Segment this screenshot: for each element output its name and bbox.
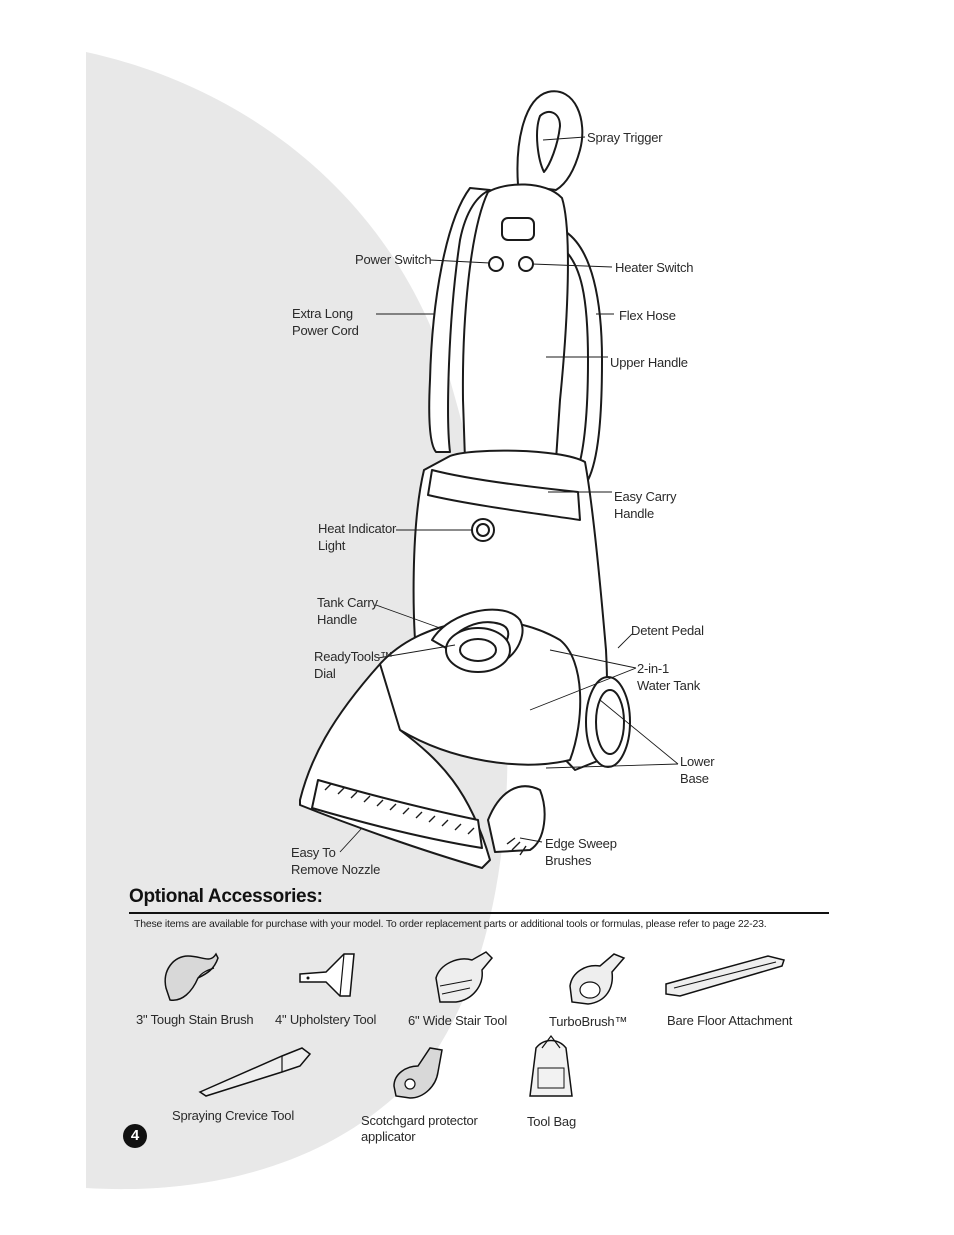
accessory-label-wide-stair-tool: 6" Wide Stair Tool bbox=[408, 1013, 508, 1028]
accessory-label-turbobrush: TurboBrush™ bbox=[549, 1014, 628, 1029]
accessory-label-upholstery-tool: 4" Upholstery Tool bbox=[275, 1012, 377, 1027]
bare-floor-attachment-image bbox=[665, 955, 785, 997]
accessory-label-tool-bag: Tool Bag bbox=[527, 1114, 576, 1129]
accessories-intro: These items are available for purchase w… bbox=[134, 918, 767, 930]
tough-stain-brush-image bbox=[164, 952, 219, 1001]
label-tank-carry-handle: Tank Carry Handle bbox=[317, 594, 378, 628]
label-upper-handle: Upper Handle bbox=[610, 355, 688, 370]
label-edge-sweep-brushes: Edge Sweep Brushes bbox=[545, 835, 617, 869]
label-tank-carry-line1: Tank Carry bbox=[317, 595, 378, 610]
spraying-crevice-tool-image bbox=[198, 1047, 312, 1097]
label-power-cord-line1: Extra Long bbox=[292, 306, 353, 321]
label-lower-base-line1: Lower bbox=[680, 754, 715, 769]
label-easy-carry-handle: Easy Carry Handle bbox=[614, 488, 676, 522]
label-readytools-line1: ReadyTools™ bbox=[314, 649, 393, 664]
label-water-tank: 2-in-1 Water Tank bbox=[637, 660, 700, 694]
label-remove-nozzle-line1: Easy To bbox=[291, 845, 336, 860]
label-remove-nozzle-line2: Remove Nozzle bbox=[291, 862, 381, 877]
label-readytools-dial: ReadyTools™ Dial bbox=[314, 648, 393, 682]
accessory-label-scotchgard-line2: applicator bbox=[361, 1129, 416, 1144]
upholstery-tool-image bbox=[299, 953, 355, 997]
accessory-label-bare-floor-attachment: Bare Floor Attachment bbox=[667, 1013, 793, 1028]
section-divider bbox=[129, 912, 829, 914]
label-readytools-line2: Dial bbox=[314, 666, 336, 681]
label-water-tank-line2: Water Tank bbox=[637, 678, 701, 693]
label-heater-switch: Heater Switch bbox=[615, 260, 694, 275]
label-power-cord: Extra Long Power Cord bbox=[292, 305, 359, 339]
accessory-label-spraying-crevice-tool: Spraying Crevice Tool bbox=[172, 1108, 295, 1123]
turbobrush-image bbox=[569, 953, 626, 1005]
heater-switch-knob bbox=[518, 256, 534, 272]
label-lower-base-line2: Base bbox=[680, 771, 709, 786]
accessory-label-tough-stain-brush: 3" Tough Stain Brush bbox=[136, 1012, 254, 1027]
label-power-cord-line2: Power Cord bbox=[292, 323, 359, 338]
power-switch-knob bbox=[488, 256, 504, 272]
label-flex-hose: Flex Hose bbox=[619, 308, 676, 323]
power-cord bbox=[428, 187, 491, 453]
label-detent-pedal: Detent Pedal bbox=[631, 623, 704, 638]
page-number: 4 bbox=[123, 1124, 147, 1148]
upper-handle-body bbox=[461, 183, 569, 461]
label-lower-base: Lower Base bbox=[680, 753, 715, 787]
scotchgard-applicator-image bbox=[393, 1047, 443, 1099]
label-tank-carry-line2: Handle bbox=[317, 612, 357, 627]
accessory-label-scotchgard-applicator: Scotchgard protector applicator bbox=[361, 1113, 478, 1145]
label-heat-indicator: Heat Indicator Light bbox=[318, 520, 396, 554]
wide-stair-tool-image bbox=[435, 951, 494, 1003]
accessory-label-scotchgard-line1: Scotchgard protector bbox=[361, 1113, 478, 1128]
label-heat-indicator-line1: Heat Indicator bbox=[318, 521, 397, 536]
label-easy-carry-line1: Easy Carry bbox=[614, 489, 677, 504]
label-remove-nozzle: Easy To Remove Nozzle bbox=[291, 844, 380, 878]
label-edge-sweep-line1: Edge Sweep bbox=[545, 836, 617, 851]
section-title: Optional Accessories: bbox=[129, 886, 323, 907]
label-power-switch: Power Switch bbox=[355, 252, 432, 267]
label-water-tank-line1: 2-in-1 bbox=[637, 661, 670, 676]
label-easy-carry-line2: Handle bbox=[614, 506, 654, 521]
tool-bag-image bbox=[529, 1035, 573, 1097]
label-heat-indicator-line2: Light bbox=[318, 538, 346, 553]
label-spray-trigger: Spray Trigger bbox=[587, 130, 663, 145]
label-edge-sweep-line2: Brushes bbox=[545, 853, 592, 868]
